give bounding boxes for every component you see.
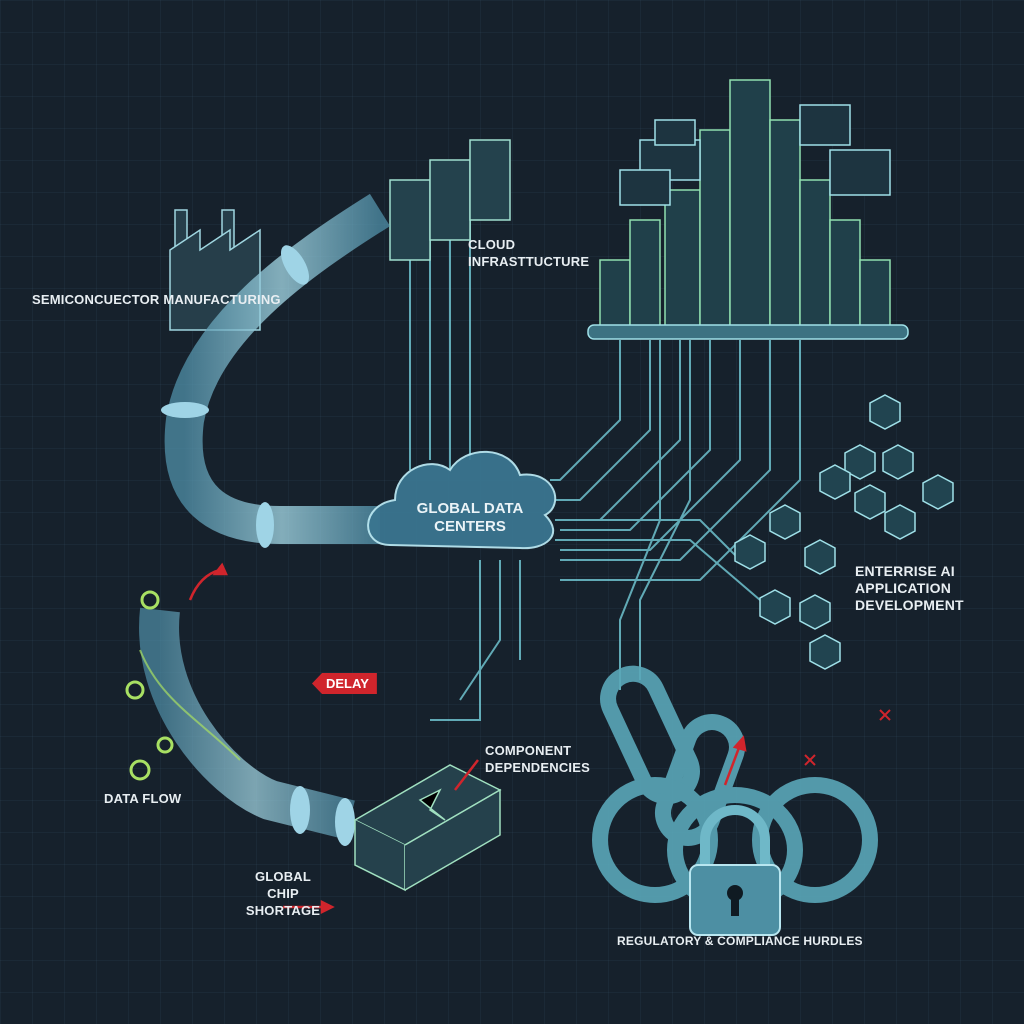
server-racks bbox=[389, 139, 511, 261]
enterprise-hex-grid bbox=[734, 394, 954, 670]
gears bbox=[125, 590, 174, 781]
delay-badge: DELAY bbox=[312, 673, 377, 694]
label-enterprise-ai: ENTERRISE AI APPLICATION DEVELOPMENT bbox=[855, 563, 964, 613]
broken-component bbox=[353, 764, 502, 892]
label-cloud-infrastructure: CLOUD INFRASTTUCTURE bbox=[468, 237, 590, 269]
dashboard-panels bbox=[619, 104, 891, 206]
data-pipe bbox=[139, 193, 391, 846]
red-arrows bbox=[188, 562, 747, 915]
x-marks bbox=[804, 709, 891, 766]
padlock-icon bbox=[689, 805, 781, 936]
label-global-chip-shortage: GLOBAL CHIP SHORTAGE bbox=[245, 869, 321, 918]
label-global-data-centers: GLOBAL DATA CENTERS bbox=[416, 500, 524, 535]
label-data-flow: DATA FLOW bbox=[104, 791, 182, 806]
cloud-icon bbox=[367, 450, 557, 550]
label-component-dependencies: COMPONENT DEPENDENCIES bbox=[485, 743, 590, 775]
label-regulatory-compliance: REGULATORY & COMPLIANCE HURDLES bbox=[617, 934, 863, 948]
label-semiconductor-manufacturing: SEMICONCUECTOR MANUFACTURING bbox=[32, 292, 281, 307]
city-skyline bbox=[587, 79, 909, 340]
